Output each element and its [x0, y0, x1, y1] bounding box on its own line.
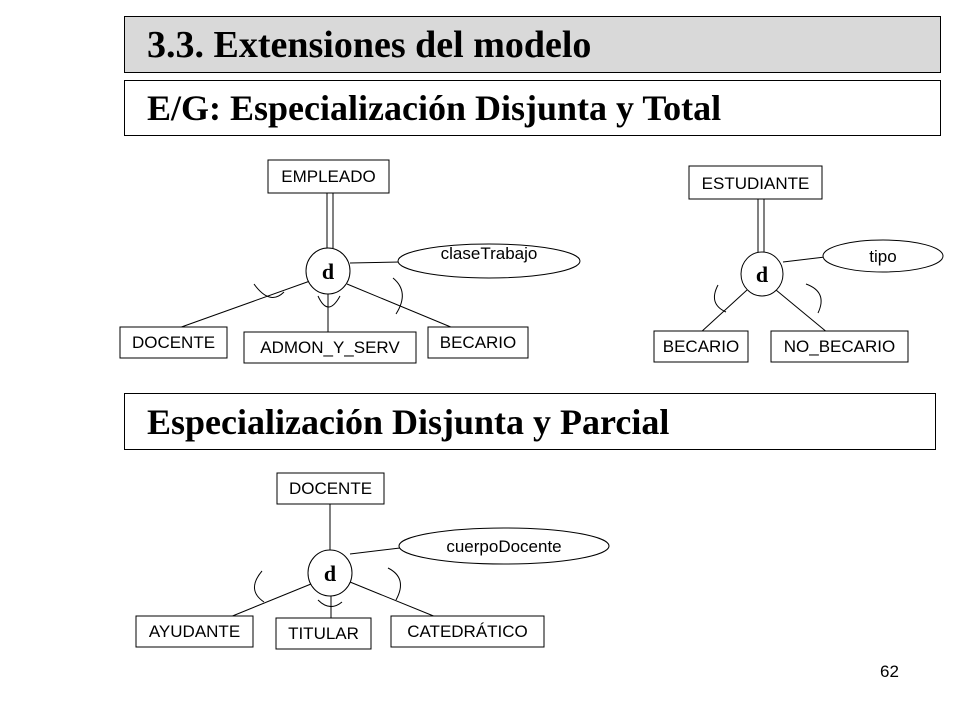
- entity-docente: [119, 326, 228, 359]
- diagram-docente: DOCENTE d cuerpoDocente AYUDANTE TITULAR…: [135, 472, 610, 650]
- entity-docente: [276, 472, 385, 505]
- entity-no-becario-label: NO_BECARIO: [784, 337, 895, 356]
- entity-docente-label: DOCENTE: [289, 479, 372, 498]
- disjoint-circle: [307, 549, 353, 597]
- subclass-line-catedratico: [349, 581, 437, 618]
- attribute-cuerpodocente: [398, 527, 610, 565]
- entity-admon-y-serv-label: ADMON_Y_SERV: [260, 338, 400, 357]
- page-number: 62: [880, 662, 899, 681]
- disjoint-circle-label: d: [324, 561, 336, 586]
- entity-becario: [427, 326, 529, 359]
- attribute-clasetrabajo-label: claseTrabajo: [441, 244, 538, 263]
- subclass-line-no-becario: [775, 289, 829, 334]
- attribute-link-line: [782, 256, 826, 263]
- subclass-line-docente: [172, 280, 311, 331]
- disjoint-circle: [305, 247, 351, 295]
- attribute-clasetrabajo: [397, 243, 581, 279]
- subset-arc-becario: [392, 277, 403, 315]
- section-heading-partial: Especialización Disjunta y Parcial: [124, 393, 936, 450]
- diagram-empleado: EMPLEADO d claseTrabajo DOCENTE ADMON_Y_…: [119, 159, 581, 364]
- attribute-link-line: [349, 547, 401, 555]
- section-heading-partial-text: Especialización Disjunta y Parcial: [147, 401, 670, 442]
- entity-ayudante: [135, 615, 254, 648]
- entity-catedratico: [390, 615, 545, 648]
- section-heading-total-text: E/G: Especialización Disjunta y Total: [147, 88, 722, 128]
- subset-arc-titular: [317, 599, 343, 607]
- subset-arc-admon: [317, 295, 341, 308]
- disjoint-circle-label: d: [756, 262, 768, 287]
- diagram-estudiante: ESTUDIANTE d tipo BECARIO NO_BECARIO: [653, 165, 944, 363]
- entity-becario-label: BECARIO: [440, 333, 517, 352]
- attribute-link-line: [349, 261, 401, 264]
- subclass-line-ayudante: [229, 583, 312, 618]
- entity-estudiante: [688, 165, 823, 200]
- entity-titular-label: TITULAR: [288, 624, 359, 643]
- entity-admon-y-serv: [243, 331, 417, 364]
- attribute-cuerpodocente-label: cuerpoDocente: [446, 537, 561, 556]
- disjoint-circle-label: d: [322, 259, 334, 284]
- subset-arc-docente: [253, 283, 285, 298]
- subclass-line-becario: [346, 283, 459, 331]
- subset-arc-no-becario: [805, 283, 822, 314]
- entity-empleado-label: EMPLEADO: [281, 167, 375, 186]
- disjoint-circle: [740, 251, 784, 297]
- subset-arc-catedratico: [387, 567, 401, 601]
- entity-becario-label: BECARIO: [663, 337, 740, 356]
- entity-ayudante-label: AYUDANTE: [149, 622, 240, 641]
- subset-arc-becario: [713, 284, 727, 313]
- entity-no-becario: [770, 330, 909, 363]
- entity-titular: [275, 617, 372, 650]
- entity-becario: [653, 330, 749, 363]
- entity-docente-label: DOCENTE: [132, 333, 215, 352]
- section-heading-total: E/G: Especialización Disjunta y Total: [124, 80, 941, 136]
- slide-title-text: 3.3. Extensiones del modelo: [147, 23, 592, 66]
- entity-empleado: [267, 159, 390, 194]
- attribute-tipo: [822, 239, 944, 273]
- slide-title: 3.3. Extensiones del modelo: [124, 16, 941, 73]
- attribute-tipo-label: tipo: [869, 247, 896, 266]
- entity-estudiante-label: ESTUDIANTE: [702, 174, 810, 193]
- subset-arc-ayudante: [254, 570, 265, 603]
- subclass-line-becario: [699, 289, 748, 334]
- entity-catedratico-label: CATEDRÁTICO: [407, 622, 528, 641]
